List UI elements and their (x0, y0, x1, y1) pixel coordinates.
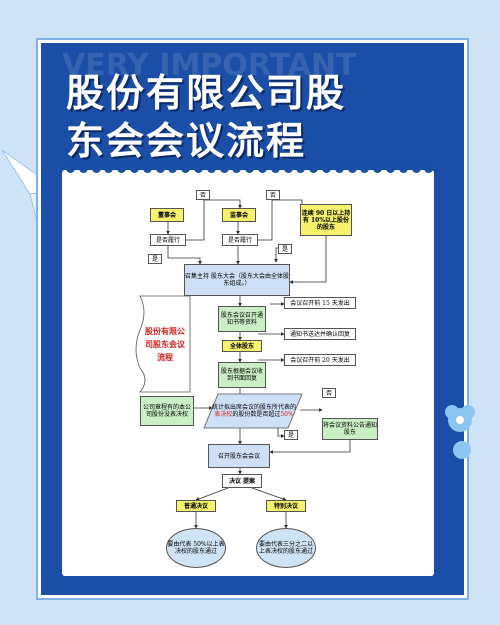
shareholder10-node: 连续 90 日以上持有 10%以上股份的股东 (300, 204, 352, 236)
yes-label-2: 是 (278, 244, 292, 254)
all-shareholders-node: 全体股东 (222, 340, 262, 352)
binding-dot (194, 164, 203, 173)
side-title: 股份有限公司股东会议流程 (145, 325, 185, 362)
renotify-node: 将会议资料公告通知股东 (322, 418, 378, 440)
binding-dot (245, 164, 255, 173)
binding-dot (411, 164, 421, 173)
confirm-reply-node: 通知书送达并确认回复 (284, 328, 356, 340)
supervisor-node: 监事会 (222, 208, 256, 222)
binding-dot (296, 164, 306, 173)
flower-icon (445, 405, 475, 459)
convene-node: 召集主持 股东大会（股东大会由全体股东组成。） (184, 264, 290, 296)
count-node: 统计拟出席会议的股东所代表的表决权的股份数是否超过50% (212, 396, 296, 426)
binding-dot (386, 164, 395, 173)
notice15-node: 会议召开前 15 天发出 (284, 297, 356, 309)
page-title-line1: 股份有限公司股 (66, 71, 347, 115)
binding-dot (283, 164, 293, 173)
binding-dot (155, 164, 165, 173)
binding-dot (104, 164, 114, 173)
yes-label-1: 是 (148, 254, 162, 264)
no-label-2: 否 (266, 190, 280, 200)
binding-dot (168, 164, 178, 173)
ordinary-rule-node: 要由代表 50%以上表决权的股东通过 (166, 528, 226, 568)
binding-dot (117, 164, 127, 173)
binding-dot (130, 164, 139, 173)
binding-dot (206, 164, 216, 173)
binding-dot (258, 164, 267, 173)
binding-dot (270, 164, 280, 173)
hold-meeting-node: 召开股东会会议 (208, 444, 270, 468)
spiral-dots (66, 164, 436, 176)
binding-dot (66, 164, 75, 173)
binding-dot (142, 164, 152, 173)
binding-dot (219, 164, 229, 173)
binding-dot (347, 164, 357, 173)
count-text-2: 的股份数是否超过 (232, 411, 281, 418)
meeting-notice-node: 股东会议召开通知书等资料 (218, 306, 266, 332)
no-label-1: 否 (196, 190, 210, 200)
binding-dot (322, 164, 331, 173)
special-rule-node: 要由代表三分之二以上表决权的股东通过 (256, 528, 316, 568)
vote-node: 决议 提案 (222, 474, 262, 488)
yes-label-3: 是 (284, 430, 298, 440)
binding-dot (360, 164, 370, 173)
notice20-node: 会议召开前 20 天发出 (284, 354, 356, 366)
binding-dot (398, 164, 408, 173)
binding-dot (424, 164, 434, 173)
binding-dot (232, 164, 242, 173)
board-node: 董事会 (150, 208, 184, 222)
fulfill-check-2: 是否履行 (222, 234, 258, 246)
special-resolution-node: 特别决议 (266, 500, 306, 512)
binding-dot (309, 164, 319, 173)
fulfill-check-1: 是否履行 (150, 234, 186, 246)
page-title-line2: 东会会议流程 (66, 119, 307, 163)
binding-dot (181, 164, 191, 173)
binding-dot (91, 164, 101, 173)
ordinary-resolution-node: 普通决议 (176, 500, 216, 512)
count-text-red: 表决权 (214, 411, 233, 418)
articles-node: 公司章程有的本公司股份没表决权 (140, 396, 194, 426)
count-text-pct: 50% (280, 411, 294, 418)
watermark: VERY IMPORTANT (62, 48, 357, 83)
binding-dot (373, 164, 383, 173)
reply-form-node: 股东根据会议收到书面回复 (218, 362, 266, 388)
binding-dot (78, 164, 88, 173)
count-text-1: 统计拟出席会议的股东所代表的 (212, 404, 297, 411)
no-label-3: 否 (322, 388, 336, 398)
binding-dot (334, 164, 344, 173)
